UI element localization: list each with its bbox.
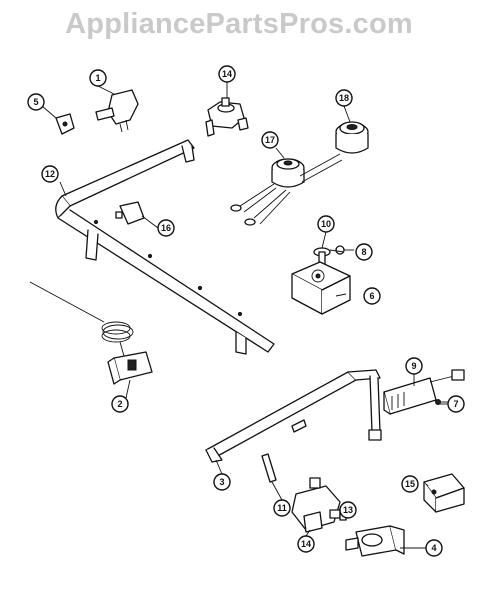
svg-text:15: 15 [405, 479, 415, 489]
callout-2: 2 [111, 395, 129, 413]
part-8-screw [335, 245, 354, 255]
callout-10: 10 [317, 215, 335, 233]
callout-3: 3 [213, 473, 231, 491]
svg-text:14: 14 [301, 539, 311, 549]
callout-15: 15 [401, 475, 419, 493]
part-11-tubing [261, 419, 307, 483]
svg-text:1: 1 [95, 73, 100, 83]
svg-text:10: 10 [321, 219, 331, 229]
callout-14-top: 14 [218, 65, 236, 83]
callout-4: 4 [425, 539, 443, 557]
callout-6: 6 [363, 287, 381, 305]
callout-8: 8 [355, 243, 373, 261]
callout-7: 7 [447, 395, 465, 413]
callout-16: 16 [157, 219, 175, 237]
svg-text:13: 13 [343, 505, 353, 515]
watermark-text: AppliancePartsPros.com [65, 8, 413, 40]
leader-lines [41, 82, 448, 549]
svg-text:6: 6 [369, 291, 374, 301]
part-2-thermostat [29, 281, 153, 385]
callout-11: 11 [273, 499, 291, 517]
svg-text:14: 14 [222, 69, 232, 79]
part-12-manifold [55, 139, 275, 355]
part-17-burner-assembly [230, 153, 343, 226]
part-7-screw [435, 399, 448, 405]
svg-text:9: 9 [411, 361, 416, 371]
svg-text:7: 7 [453, 399, 458, 409]
svg-text:5: 5 [33, 97, 38, 107]
callout-9: 9 [405, 357, 423, 375]
part-14-valve-bottom [291, 477, 341, 533]
part-15-connector [423, 473, 465, 513]
svg-text:3: 3 [219, 477, 224, 487]
part-1-igniter-switch [95, 89, 139, 133]
part-9-spark-module [383, 369, 465, 415]
callout-5: 5 [27, 93, 45, 111]
svg-text:18: 18 [339, 93, 349, 103]
part-4-regulator [345, 525, 405, 557]
callout-17: 17 [261, 131, 279, 149]
part-6-bracket [291, 261, 351, 315]
svg-text:2: 2 [117, 399, 122, 409]
svg-text:8: 8 [361, 247, 366, 257]
svg-text:16: 16 [161, 223, 171, 233]
callout-14-bottom: 14 [297, 535, 315, 553]
part-16-switch [115, 201, 145, 225]
svg-text:12: 12 [45, 169, 55, 179]
part-18-burner-head [335, 121, 369, 154]
callout-13: 13 [339, 501, 357, 519]
part-3-lower-manifold [205, 369, 382, 463]
svg-text:17: 17 [265, 135, 275, 145]
part-14-burner-valve-top [205, 97, 249, 137]
callout-12: 12 [41, 165, 59, 183]
callout-1: 1 [89, 69, 107, 87]
part-5-bracket [55, 113, 75, 135]
callout-18: 18 [335, 89, 353, 107]
svg-text:4: 4 [431, 543, 436, 553]
svg-text:11: 11 [277, 503, 287, 513]
